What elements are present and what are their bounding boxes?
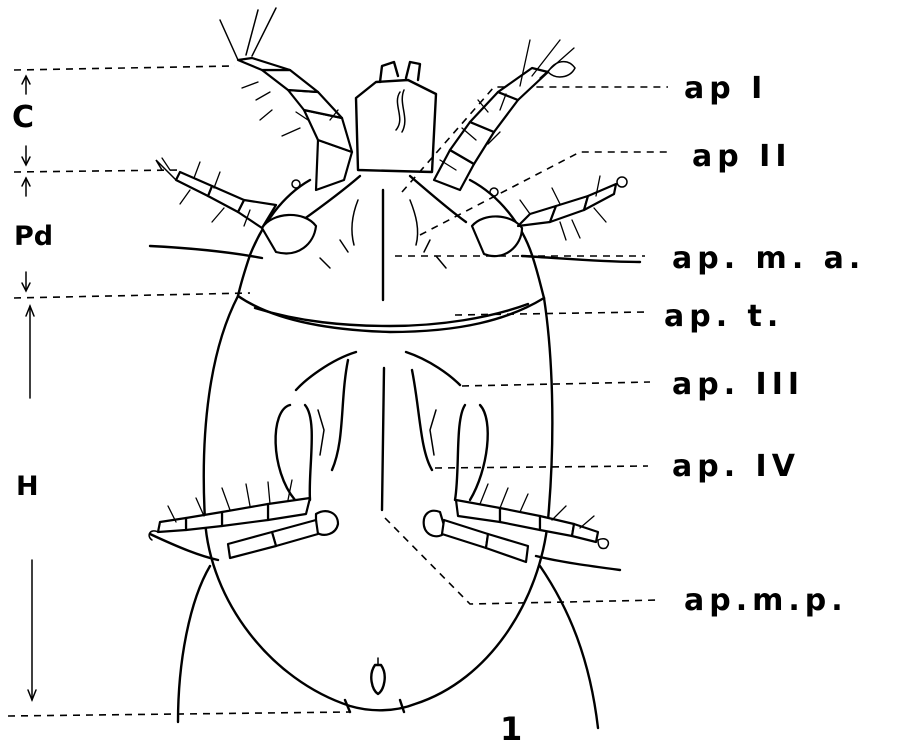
gnathosoma bbox=[356, 62, 436, 172]
figure-number: 1 bbox=[500, 710, 522, 743]
apodeme-label-apt: ap. t. bbox=[664, 299, 783, 334]
region-label-h: H bbox=[16, 471, 39, 502]
apodeme-label-apmp: ap.m.p. bbox=[684, 583, 848, 618]
apodeme-label-ap1: ap I bbox=[684, 71, 767, 106]
apodeme-label-ap2: ap II bbox=[692, 139, 792, 174]
leg-1-right bbox=[434, 40, 575, 196]
region-label-pd: Pd bbox=[14, 221, 53, 252]
apodeme-label-ap4: ap. IV bbox=[672, 449, 800, 484]
leg-2-left bbox=[150, 158, 316, 258]
region-division-lines bbox=[8, 66, 350, 716]
apodeme-label-apma: ap. m. a. bbox=[672, 241, 865, 276]
region-arrows bbox=[22, 76, 36, 700]
region-label-c: C bbox=[12, 100, 34, 135]
leg-1-left bbox=[220, 8, 352, 190]
apodeme-label-ap3: ap. III bbox=[672, 367, 804, 402]
